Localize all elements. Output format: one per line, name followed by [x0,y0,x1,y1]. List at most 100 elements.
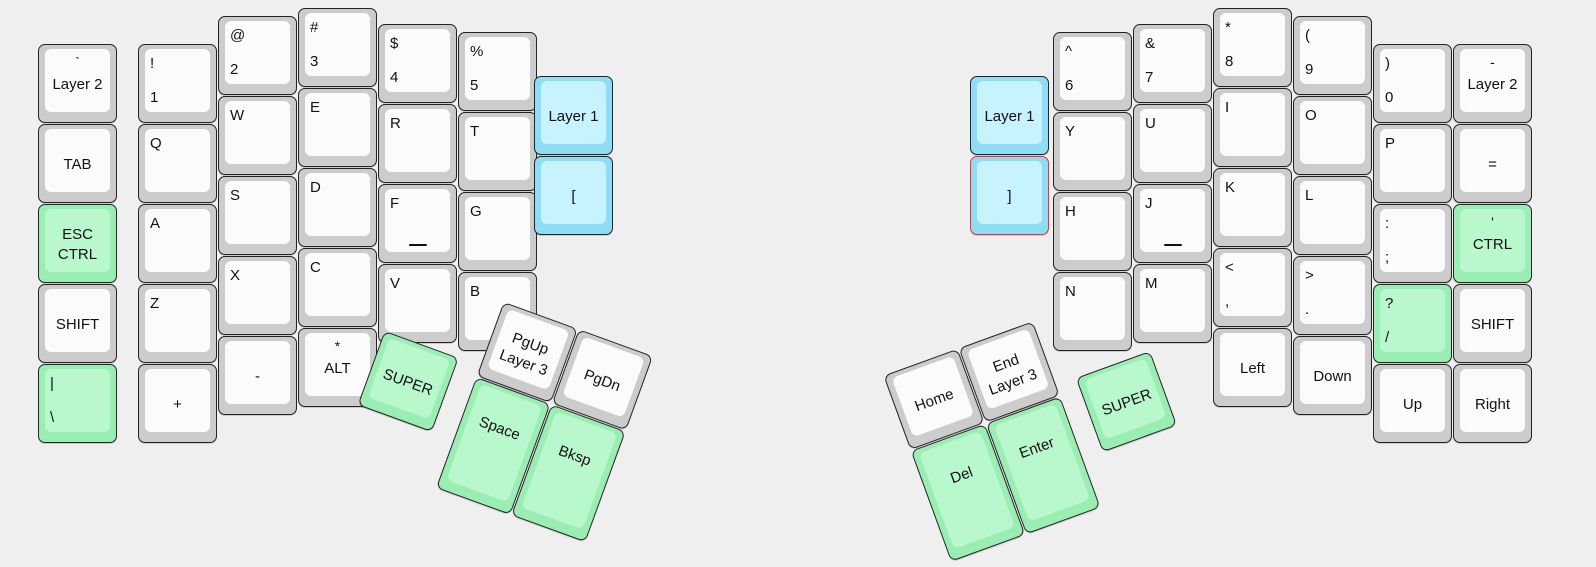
keycap-surface [385,189,450,252]
right-key-r-c3-r4[interactable]: Left [1213,328,1292,407]
left-key-l-c3-r0[interactable]: #3 [298,8,377,87]
right-key-r-c4-r3[interactable]: >. [1293,256,1372,335]
keycap-surface [1220,333,1285,396]
left-key-l-c3-r2[interactable]: D [298,168,377,247]
keycap-surface [1300,21,1365,84]
left-key-l-c1-r2[interactable]: A [138,204,217,283]
left-key-l-c3-r3[interactable]: C [298,248,377,327]
right-key-r-c6-r1[interactable]: = [1453,124,1532,203]
keycap-surface [225,21,290,84]
keycap-surface [1460,49,1525,112]
right-key-r-c4-r2[interactable]: L [1293,176,1372,255]
keycap-surface [1460,289,1525,352]
left-key-l-c5-r0[interactable]: %5 [458,32,537,111]
keycap-surface [145,289,210,352]
keycap-surface [145,369,210,432]
right-key-r-c5-r4[interactable]: Up [1373,364,1452,443]
left-key-l-c5-r2[interactable]: G [458,192,537,271]
left-key-l-c2-r0[interactable]: @2 [218,16,297,95]
left-key-l-c0-r3[interactable]: SHIFT [38,284,117,363]
keycap-surface [1380,209,1445,272]
keycap-surface [977,81,1042,144]
left-key-l-c3-r1[interactable]: E [298,88,377,167]
right-key-r-c4-r0[interactable]: (9 [1293,16,1372,95]
left-key-l-c1-r0[interactable]: !1 [138,44,217,123]
keycap-surface [367,337,451,420]
keycap-surface [1380,49,1445,112]
keycap-surface [562,336,645,418]
left-key-l-c2-r2[interactable]: S [218,176,297,255]
keycap-surface [1380,289,1445,352]
right-key-r-c6-r2[interactable]: 'CTRL [1453,204,1532,283]
left-key-l-c0-r4[interactable]: |\ [38,364,117,443]
right-key-r-c5-r3[interactable]: ?/ [1373,284,1452,363]
right-key-r-c0-r0[interactable]: Layer 1 [970,76,1049,155]
right-key-r-c5-r1[interactable]: P [1373,124,1452,203]
right-key-r-c3-r3[interactable]: <, [1213,248,1292,327]
keycap-surface [966,328,1050,410]
keycap-surface [1060,117,1125,180]
right-key-r-c1-r1[interactable]: Y [1053,112,1132,191]
keycap-surface [45,129,110,192]
keycap-surface [45,289,110,352]
right-key-r-c6-r4[interactable]: Right [1453,364,1532,443]
right-key-r-c2-r3[interactable]: M [1133,264,1212,343]
left-key-l-c4-r0[interactable]: $4 [378,24,457,103]
keycap-surface [305,13,370,76]
right-key-r-c2-r1[interactable]: U [1133,104,1212,183]
left-key-l-c2-r3[interactable]: X [218,256,297,335]
left-key-l-c4-r1[interactable]: R [378,104,457,183]
left-key-l-c2-r1[interactable]: W [218,96,297,175]
keycap-surface [385,109,450,172]
right-key-r-c2-r2[interactable]: J [1133,184,1212,263]
right-key-r-c4-r1[interactable]: O [1293,96,1372,175]
right-key-r-c0-r1[interactable]: ] [970,156,1049,235]
left-key-l-c1-r4[interactable]: + [138,364,217,443]
right-key-r-c1-r0[interactable]: ^6 [1053,32,1132,111]
keycap-surface [1140,189,1205,252]
keycap-surface [1060,277,1125,340]
right-key-r-c4-r4[interactable]: Down [1293,336,1372,415]
left-key-l-c0-r1[interactable]: TAB [38,124,117,203]
keycap-surface [465,117,530,180]
left-key-l-c3-r4[interactable]: *ALT [298,328,377,407]
left-key-l-c1-r1[interactable]: Q [138,124,217,203]
keycap-surface [541,161,606,224]
keycap-surface [1300,101,1365,164]
left-key-l-c5-r1[interactable]: T [458,112,537,191]
keycap-surface [1060,197,1125,260]
keycap-surface [1220,173,1285,236]
left-key-l-c6-r1[interactable]: [ [534,156,613,235]
right-key-r-c3-r2[interactable]: K [1213,168,1292,247]
keycap-surface [1380,369,1445,432]
right-key-r-c6-r0[interactable]: -Layer 2 [1453,44,1532,123]
left-key-l-c2-r4[interactable]: - [218,336,297,415]
keycap-surface [45,209,110,272]
right-key-r-c5-r0[interactable]: )0 [1373,44,1452,123]
right-key-r-c1-r2[interactable]: H [1053,192,1132,271]
right-key-r-c5-r2[interactable]: :; [1373,204,1452,283]
left-key-l-c0-r0[interactable]: `Layer 2 [38,44,117,123]
keycap-surface [145,129,210,192]
keycap-surface [1300,261,1365,324]
right-key-r-c2-r0[interactable]: &7 [1133,24,1212,103]
right-key-r-c3-r1[interactable]: I [1213,88,1292,167]
keycap-surface [486,308,570,391]
keycap-surface [225,341,290,404]
keycap-surface [305,93,370,156]
right-key-r-c6-r3[interactable]: SHIFT [1453,284,1532,363]
right-thumb-key-r-t4[interactable]: SUPER [1075,351,1178,453]
keycap-surface [385,29,450,92]
keycap-surface [1220,93,1285,156]
right-key-r-c1-r3[interactable]: N [1053,272,1132,351]
keycap-surface [305,173,370,236]
right-key-r-c3-r0[interactable]: *8 [1213,8,1292,87]
left-key-l-c4-r3[interactable]: V [378,264,457,343]
keycap-surface [1140,29,1205,92]
keycap-surface [1140,269,1205,332]
left-key-l-c4-r2[interactable]: F [378,184,457,263]
left-key-l-c1-r3[interactable]: Z [138,284,217,363]
left-key-l-c6-r0[interactable]: Layer 1 [534,76,613,155]
